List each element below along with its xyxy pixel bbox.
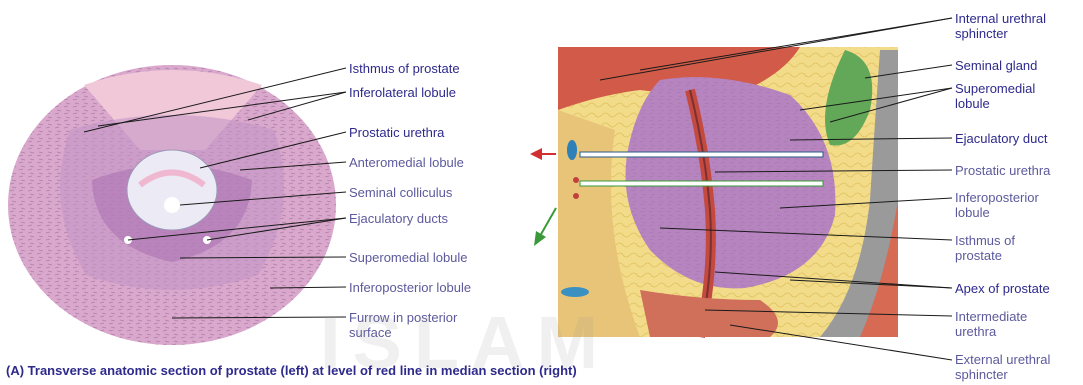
label-internal-urethral-sphincter-1: Internal urethral xyxy=(955,11,1046,26)
green-section-line xyxy=(580,181,823,186)
green-arrow xyxy=(534,208,556,246)
label-isthmus-right-2: prostate xyxy=(955,248,1002,263)
red-section-line xyxy=(580,152,823,157)
label-inferoposterior-2: lobule xyxy=(955,205,990,220)
label-isthmus-right-1: Isthmus of xyxy=(955,233,1015,248)
label-internal-urethral-sphincter-2: sphincter xyxy=(955,26,1008,41)
vein-blue-lower xyxy=(561,287,589,297)
transverse-section xyxy=(8,65,336,345)
label-intermediate-2: urethra xyxy=(955,324,996,339)
label-anteromedial-lobule: Anteromedial lobule xyxy=(349,155,464,170)
label-inferoposterior-lobule-left: Inferoposterior lobule xyxy=(349,280,471,295)
artery-dot-1 xyxy=(573,177,579,183)
label-ejaculatory-duct: Ejaculatory duct xyxy=(955,131,1048,146)
label-inferolateral-lobule: Inferolateral lobule xyxy=(349,85,456,100)
median-section xyxy=(558,47,898,337)
label-external-sphincter-1: External urethral xyxy=(955,352,1050,367)
label-prostatic-urethra-right: Prostatic urethra xyxy=(955,163,1050,178)
label-intermediate-1: Intermediate xyxy=(955,309,1027,324)
label-seminal-colliculus: Seminal colliculus xyxy=(349,185,452,200)
artery-dot-2 xyxy=(573,193,579,199)
label-prostatic-urethra-left: Prostatic urethra xyxy=(349,125,444,140)
colliculus-mark xyxy=(164,197,180,213)
label-superomedial-lobule-left: Superomedial lobule xyxy=(349,250,468,265)
label-ejaculatory-ducts: Ejaculatory ducts xyxy=(349,211,448,226)
label-apex-of-prostate: Apex of prostate xyxy=(955,281,1050,296)
label-external-sphincter-2: sphincter xyxy=(955,367,1008,382)
label-superomedial-1: Superomedial xyxy=(955,81,1035,96)
urethra-region xyxy=(127,150,217,230)
label-inferoposterior-1: Inferoposterior xyxy=(955,190,1039,205)
vein-blue xyxy=(567,140,577,160)
red-arrow xyxy=(530,148,556,160)
label-isthmus-of-prostate: Isthmus of prostate xyxy=(349,61,460,76)
figure-caption: (A) Transverse anatomic section of prost… xyxy=(6,363,577,378)
label-seminal-gland: Seminal gland xyxy=(955,58,1037,73)
label-superomedial-2: lobule xyxy=(955,96,990,111)
